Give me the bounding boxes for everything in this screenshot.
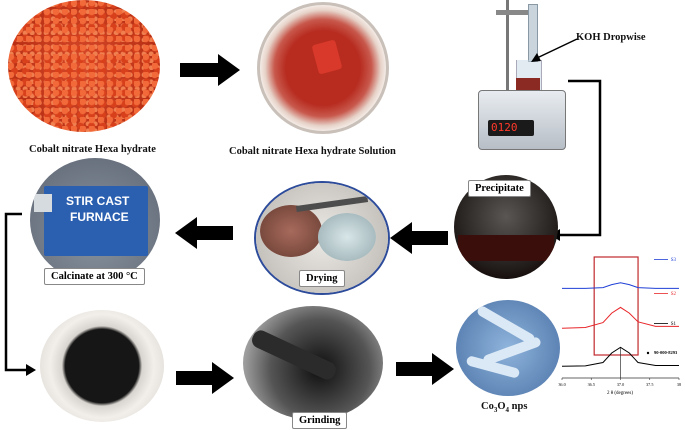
arrow-left-2 <box>390 222 448 254</box>
x-tick-label: 38 <box>677 382 681 387</box>
koh-pointer-arrow <box>531 38 578 62</box>
solution-label: Cobalt nitrate Hexa hydrate Solution <box>229 146 396 157</box>
drying-image <box>256 183 388 293</box>
series-s1-label: S1 <box>671 322 677 327</box>
koh-setup-image: 0120 <box>478 0 566 150</box>
cobalt-nitrate-label: Cobalt nitrate Hexa hydrate <box>29 144 156 155</box>
series-s2-label: S2 <box>671 292 677 297</box>
highlight-box <box>593 256 639 356</box>
calcinate-label: Calcinate at 300 °C <box>44 268 145 285</box>
x-tick-label: 36.0 <box>558 382 565 387</box>
connector-calcinate-to-product <box>4 212 36 376</box>
arrow-right-3 <box>396 353 454 385</box>
x-tick-label: 37.0 <box>617 382 624 387</box>
grinding-label: Grinding <box>292 412 348 429</box>
series-s1-line <box>561 346 679 367</box>
arrow-left-1 <box>175 217 233 249</box>
series-s2-line <box>561 306 679 329</box>
furnace-sign-line1: STIR CAST <box>66 194 130 208</box>
furnace-image: STIR CAST FURNACE <box>30 158 160 282</box>
precipitate-label: Precipitate <box>468 180 531 197</box>
drying-label: Drying <box>299 270 345 287</box>
x-axis-label: 2 θ (degrees) <box>607 391 633 396</box>
arrow-right-2 <box>176 362 234 394</box>
reference-marker <box>646 351 650 355</box>
nanoparticles-image <box>456 300 560 396</box>
product-label: Co3O4 nps <box>481 401 528 415</box>
x-tick-label: 37.5 <box>646 382 653 387</box>
grinding-image <box>243 306 383 420</box>
calcined-powder-image <box>40 310 164 422</box>
x-tick-label: 36.5 <box>588 382 595 387</box>
reference-label: 90-000-8293 <box>654 350 678 355</box>
arrow-right-1 <box>180 54 240 86</box>
series-s3-line <box>562 282 679 289</box>
cobalt-nitrate-image <box>8 0 160 132</box>
furnace-sign-line2: FURNACE <box>70 210 129 224</box>
series-s3-label: S3 <box>671 258 677 263</box>
koh-label: KOH Dropwise <box>576 32 646 43</box>
hotplate-display: 0120 <box>491 121 518 134</box>
